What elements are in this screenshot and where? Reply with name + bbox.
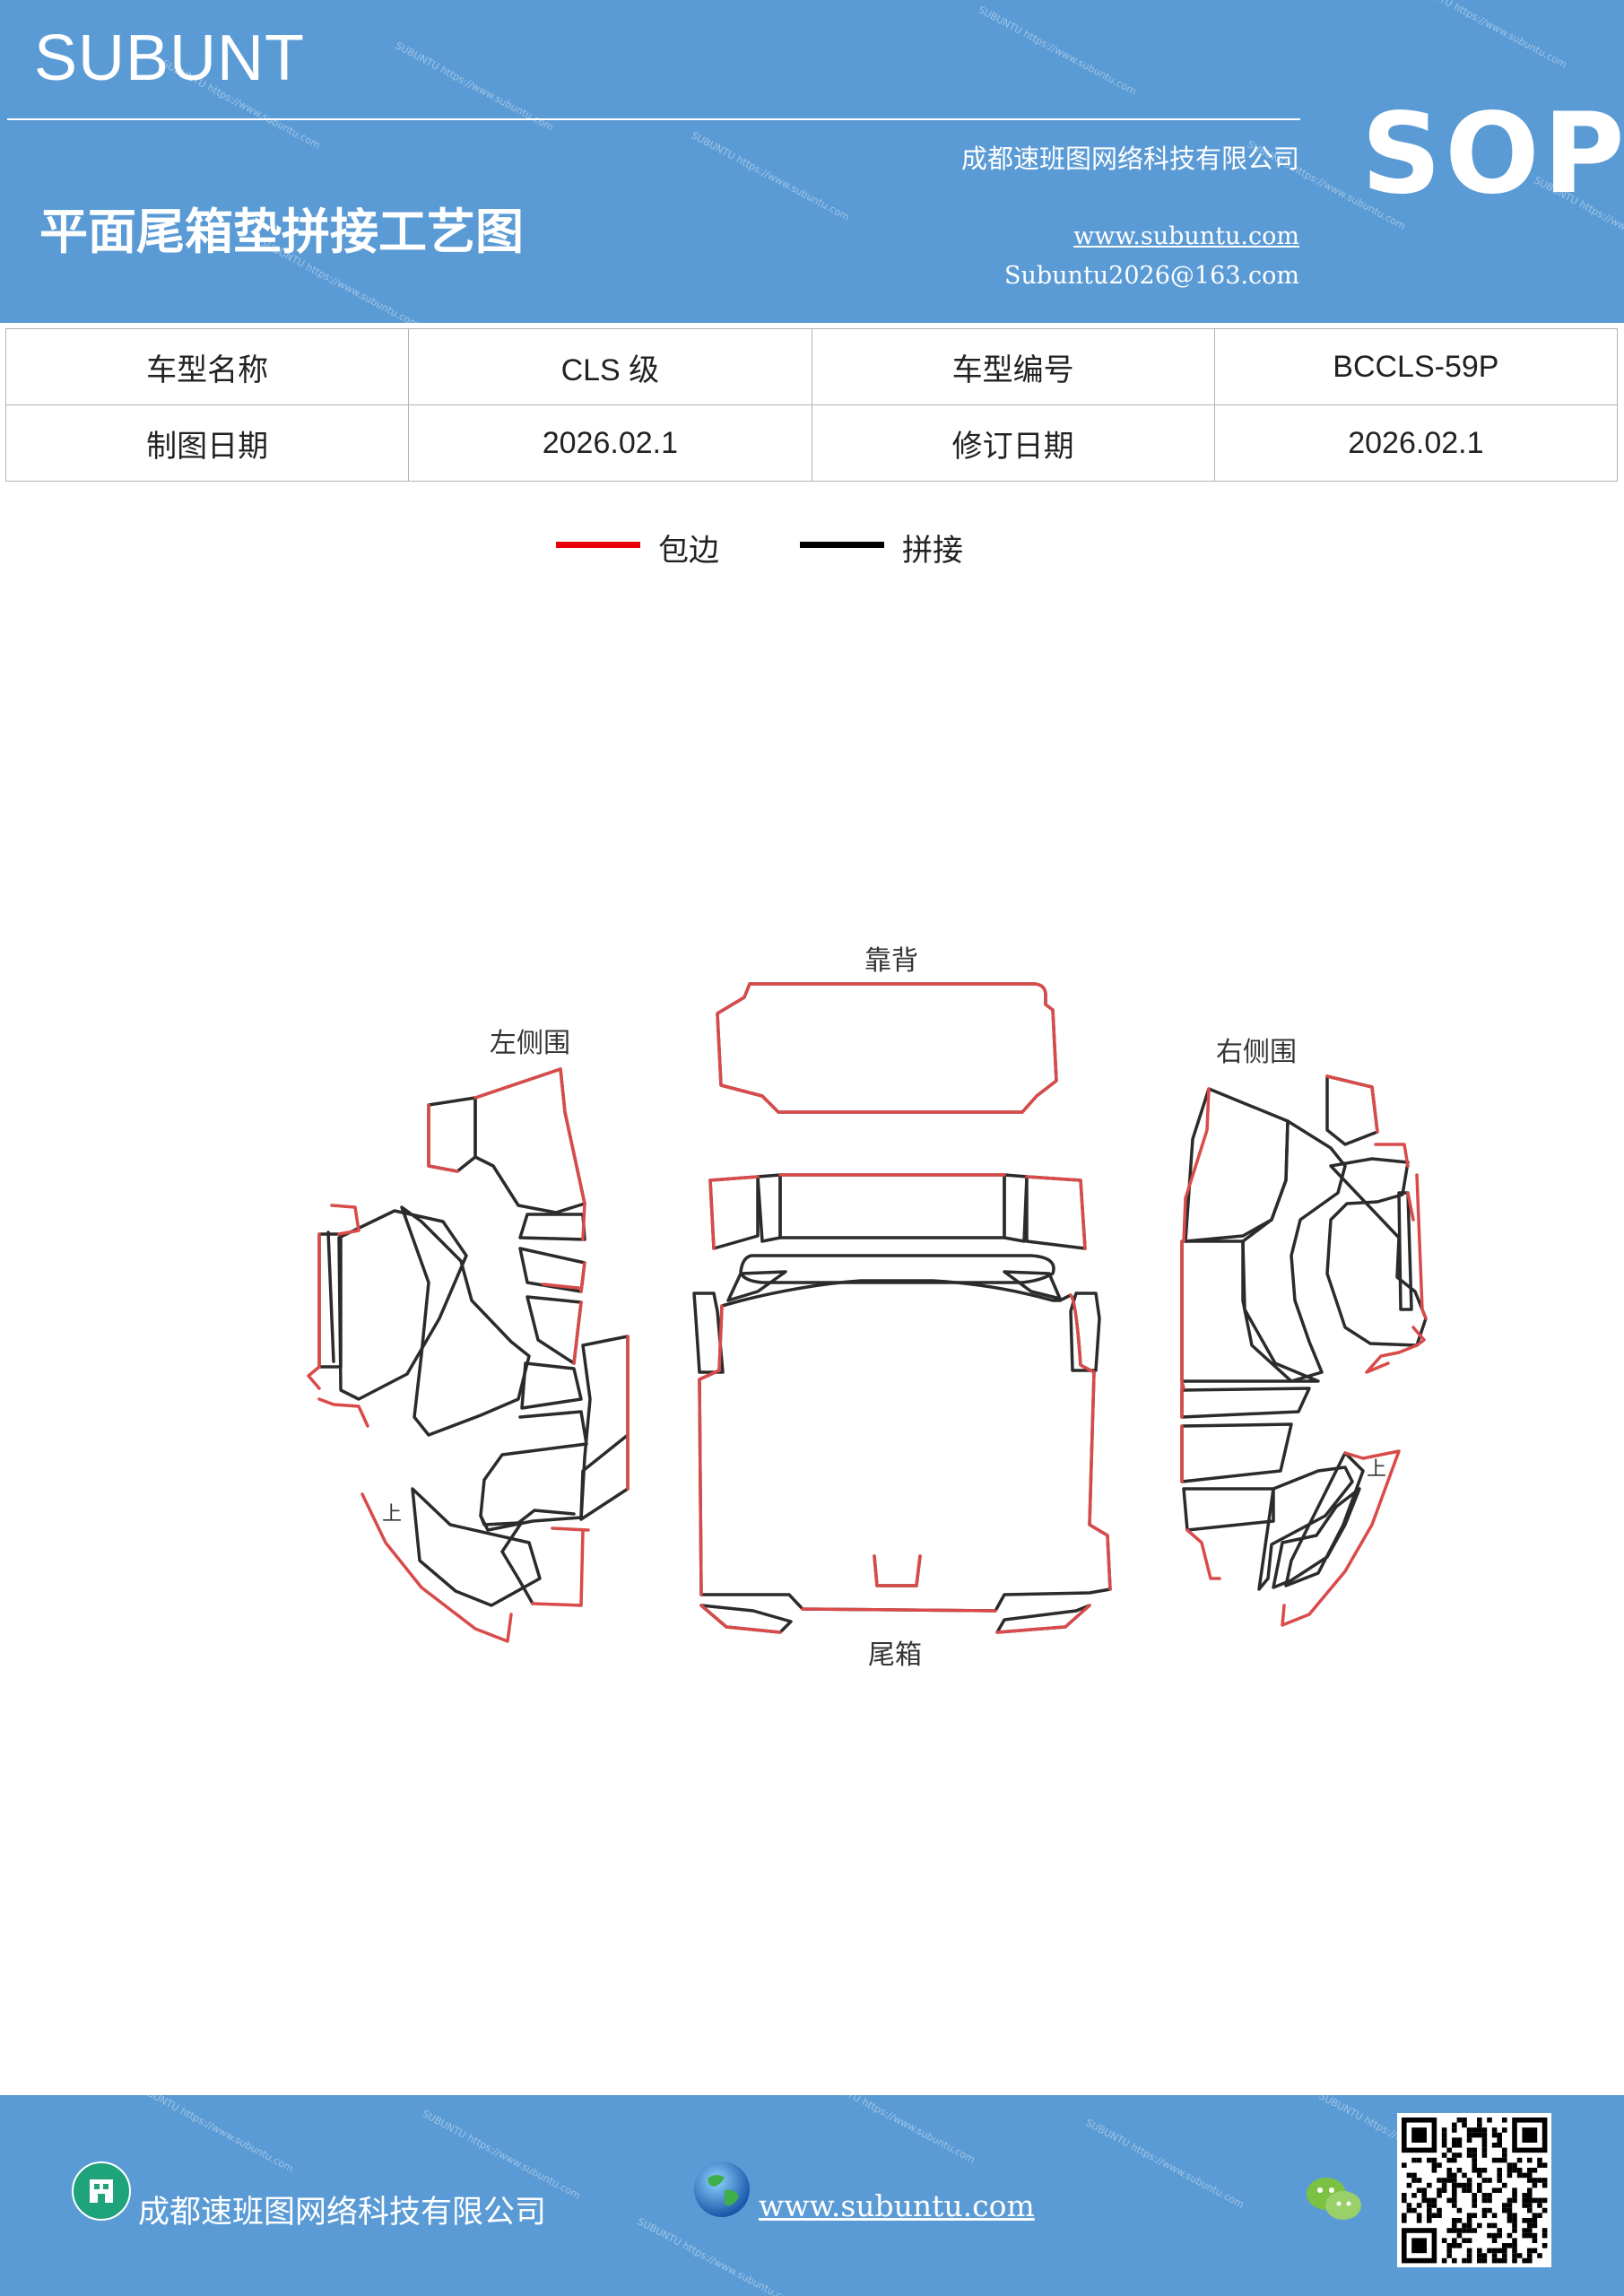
building-icon xyxy=(72,2161,131,2221)
globe-icon xyxy=(694,2161,750,2217)
header-banner: SUBUNTU https://www.subuntu.com SUBUNTU … xyxy=(0,0,1624,323)
table-cell: 2026.02.1 xyxy=(1213,404,1619,482)
legend-swatch-seam xyxy=(800,542,884,548)
table-cell: 制图日期 xyxy=(4,404,410,482)
vehicle-info-table: 车型名称 CLS 级 车型编号 BCCLS-59P 制图日期 2026.02.1… xyxy=(4,328,1619,482)
legend-label-seam: 拼接 xyxy=(902,533,963,569)
table-cell: 车型名称 xyxy=(4,328,410,405)
page-title: 平面尾箱垫拼接工艺图 xyxy=(39,203,524,260)
header-email[interactable]: Subuntu2026@163.com xyxy=(1004,262,1299,290)
table-row: 车型名称 CLS 级 车型编号 BCCLS-59P xyxy=(4,328,1619,405)
legend-swatch-edge xyxy=(556,542,640,548)
wechat-icon xyxy=(1307,2178,1361,2220)
label-left-up: 上 xyxy=(382,1503,403,1526)
table-cell: 2026.02.1 xyxy=(408,404,812,482)
edge-binding-lines xyxy=(307,982,1428,1643)
label-trunk: 尾箱 xyxy=(868,1639,922,1671)
header-divider xyxy=(7,118,1300,120)
table-cell: BCCLS-59P xyxy=(1213,328,1619,405)
label-right-up: 上 xyxy=(1367,1458,1387,1481)
qr-code xyxy=(1397,2113,1551,2267)
footer-website-link[interactable]: www.subuntu.com xyxy=(759,2188,1035,2223)
legend-label-edge: 包边 xyxy=(658,533,719,569)
table-row: 制图日期 2026.02.1 修订日期 2026.02.1 xyxy=(4,404,1619,482)
seam-lines xyxy=(317,982,1428,1634)
header-company-name: 成都速班图网络科技有限公司 xyxy=(960,144,1299,174)
brand-logo-text: SUBUNT xyxy=(34,22,306,94)
table-cell: 修订日期 xyxy=(811,404,1215,482)
sop-badge: SOP xyxy=(1361,90,1624,219)
table-cell: CLS 级 xyxy=(408,328,812,405)
label-backrest: 靠背 xyxy=(864,945,918,977)
label-right-side: 右侧围 xyxy=(1216,1037,1297,1068)
header-website-link[interactable]: www.subuntu.com xyxy=(1073,222,1299,250)
table-cell: 车型编号 xyxy=(811,328,1215,405)
label-left-side: 左侧围 xyxy=(490,1028,570,1059)
legend: 包边 拼接 xyxy=(0,526,1624,570)
footer-banner: SUBUNTU https://www.subuntu.com SUBUNTU … xyxy=(0,2095,1624,2296)
footer-company-name: 成都速班图网络科技有限公司 xyxy=(138,2195,547,2231)
